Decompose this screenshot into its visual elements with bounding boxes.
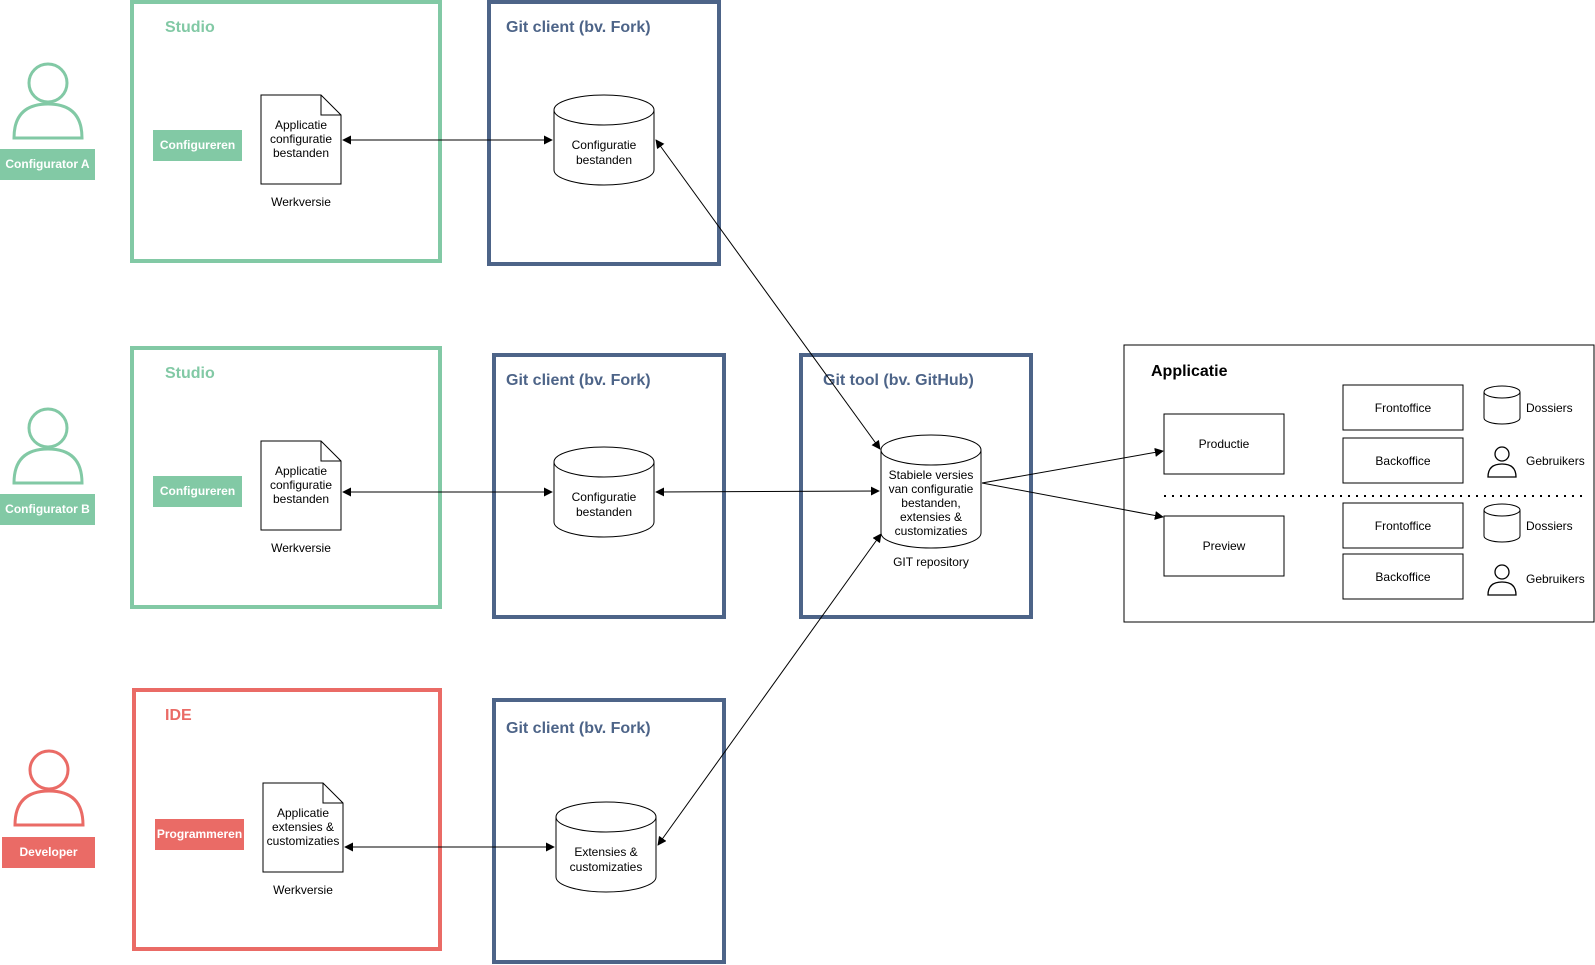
preview-label: Preview — [1203, 539, 1246, 553]
actor-configurator-b: Configurator B — [0, 407, 95, 525]
database-label-line: extensies & — [900, 510, 962, 524]
actor-label: Configurator B — [5, 502, 90, 516]
actor-label-box — [2, 837, 95, 868]
actor-label-box — [0, 149, 95, 180]
database-label-line: Stabiele versies — [889, 468, 974, 482]
productie-label: Productie — [1199, 437, 1250, 451]
user-icon — [1487, 564, 1517, 596]
document-label-line: Applicatie — [275, 464, 327, 478]
database-label-line: Configuratie — [572, 490, 637, 504]
programmeren-badge — [155, 819, 244, 850]
git-client-a-container: Git client (bv. Fork) Configuratie besta… — [487, 0, 721, 266]
backoffice-box — [1342, 437, 1464, 484]
studio-a-container: Studio Configureren Applicatie configura… — [130, 0, 442, 263]
database-icon — [553, 94, 655, 186]
document-icon — [262, 782, 344, 873]
actor-label: Developer — [19, 845, 77, 859]
person-icon — [12, 62, 84, 140]
gebruikers-label: Gebruikers — [1526, 572, 1585, 586]
actor-developer: Developer — [2, 749, 95, 868]
git-client-c-title: Git client (bv. Fork) — [506, 720, 651, 737]
database-label-line: customizaties — [570, 860, 643, 874]
document-label-line: configuratie — [270, 478, 332, 492]
backoffice-label: Backoffice — [1375, 570, 1430, 584]
frontoffice-label: Frontoffice — [1375, 519, 1432, 533]
programmeren-label: Programmeren — [157, 827, 242, 841]
werkversie-caption: Werkversie — [271, 195, 331, 209]
frontoffice-box — [1342, 384, 1464, 431]
database-label-line: bestanden — [576, 505, 632, 519]
ide-frame — [132, 688, 442, 951]
productie-box — [1163, 413, 1285, 475]
sync-arrow-client-b-github — [655, 486, 880, 497]
configureren-badge — [153, 130, 242, 161]
document-label-line: Applicatie — [277, 806, 329, 820]
database-icon — [1483, 385, 1521, 425]
database-icon — [553, 446, 655, 538]
document-label-line: customizaties — [267, 834, 340, 848]
document-icon — [260, 440, 342, 531]
git-repository-caption: GIT repository — [893, 555, 969, 569]
document-label-line: configuratie — [270, 132, 332, 146]
werkversie-caption: Werkversie — [273, 883, 333, 897]
frontoffice-label: Frontoffice — [1375, 401, 1432, 415]
deploy-arrow-productie — [981, 447, 1164, 484]
document-label-line: bestanden — [273, 146, 329, 160]
document-label-line: Applicatie — [275, 118, 327, 132]
applicatie-container: Applicatie Productie Preview Frontoffice… — [1123, 344, 1595, 623]
configureren-badge — [153, 476, 242, 507]
ide-container: IDE Programmeren Applicatie extensies & … — [132, 688, 442, 951]
user-icon — [1487, 446, 1517, 478]
configureren-label: Configureren — [160, 484, 235, 498]
connectors — [342, 135, 1164, 852]
studio-b-container: Studio Configureren Applicatie configura… — [130, 346, 442, 609]
configureren-label: Configureren — [160, 138, 235, 152]
git-client-a-frame — [487, 0, 721, 266]
database-label-line: van configuratie — [889, 482, 974, 496]
git-client-b-title: Git client (bv. Fork) — [506, 372, 651, 389]
database-label-line: customizaties — [895, 524, 968, 538]
frontoffice-box — [1342, 502, 1464, 549]
document-label-line: bestanden — [273, 492, 329, 506]
document-label-line: extensies & — [272, 820, 334, 834]
ide-title: IDE — [165, 707, 192, 724]
database-icon — [880, 434, 982, 549]
werkversie-caption: Werkversie — [271, 541, 331, 555]
person-icon — [12, 407, 84, 485]
git-client-b-frame — [492, 353, 726, 619]
applicatie-title: Applicatie — [1151, 363, 1228, 380]
git-client-a-title: Git client (bv. Fork) — [506, 19, 651, 36]
backoffice-label: Backoffice — [1375, 454, 1430, 468]
sync-arrow-client-c-github — [657, 533, 882, 846]
studio-b-title: Studio — [165, 365, 215, 382]
git-tool-container: Git tool (bv. GitHub) Stabiele versies v… — [799, 353, 1033, 619]
database-label-line: Extensies & — [574, 845, 637, 859]
git-tool-title: Git tool (bv. GitHub) — [823, 372, 974, 389]
actor-label-box — [0, 494, 95, 525]
git-tool-frame — [799, 353, 1033, 619]
dossiers-label: Dossiers — [1526, 401, 1573, 415]
preview-box — [1163, 515, 1285, 577]
sync-arrow-client-a-github — [655, 139, 881, 450]
studio-a-frame — [130, 0, 442, 263]
database-label-line: bestanden — [576, 153, 632, 167]
git-client-b-container: Git client (bv. Fork) Configuratie besta… — [492, 353, 726, 619]
actor-label: Configurator A — [5, 157, 90, 171]
document-icon — [260, 94, 342, 185]
person-icon — [13, 749, 85, 827]
database-icon — [1483, 503, 1521, 543]
database-label-line: bestanden, — [901, 496, 960, 510]
deploy-arrow-preview — [981, 482, 1164, 520]
git-client-c-container: Git client (bv. Fork) Extensies & custom… — [492, 698, 726, 964]
actor-configurator-a: Configurator A — [0, 62, 95, 180]
database-label-line: Configuratie — [572, 138, 637, 152]
database-icon — [555, 801, 657, 893]
studio-b-frame — [130, 346, 442, 609]
backoffice-box — [1342, 553, 1464, 600]
dossiers-label: Dossiers — [1526, 519, 1573, 533]
gebruikers-label: Gebruikers — [1526, 454, 1585, 468]
studio-a-title: Studio — [165, 19, 215, 36]
